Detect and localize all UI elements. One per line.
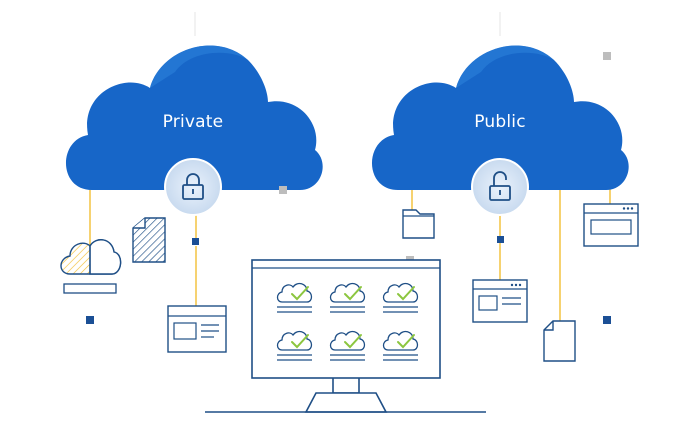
- cloud-check-icon: [382, 330, 419, 361]
- cloud-check-icon: [329, 282, 366, 313]
- node-square: [497, 236, 504, 243]
- folder-icon: [402, 209, 435, 239]
- page-icon: [543, 320, 576, 362]
- document-icon: [132, 217, 166, 263]
- cloud-check-icon: [276, 282, 313, 313]
- monitor-icon: [205, 259, 486, 413]
- node-square: [603, 316, 611, 324]
- lock-closed-icon: [164, 158, 222, 216]
- node-square: [86, 316, 94, 324]
- grey-square: [279, 186, 287, 194]
- cloud-check-icon: [382, 282, 419, 313]
- public-cloud: [371, 45, 629, 190]
- cloud-check-icon: [329, 330, 366, 361]
- cloud-icon: [60, 239, 122, 294]
- web-window-icon: [583, 203, 639, 247]
- node-square: [192, 238, 199, 245]
- lock-open-icon: [471, 158, 529, 216]
- monitor-tiles: [276, 282, 419, 361]
- web-window-icon: [167, 305, 227, 353]
- private-cloud: [65, 45, 323, 190]
- private-cloud-label: Private: [162, 112, 224, 132]
- grey-square: [603, 52, 611, 60]
- web-window-icon: [472, 279, 528, 323]
- cloud-check-icon: [276, 330, 313, 361]
- public-cloud-label: Public: [474, 112, 526, 132]
